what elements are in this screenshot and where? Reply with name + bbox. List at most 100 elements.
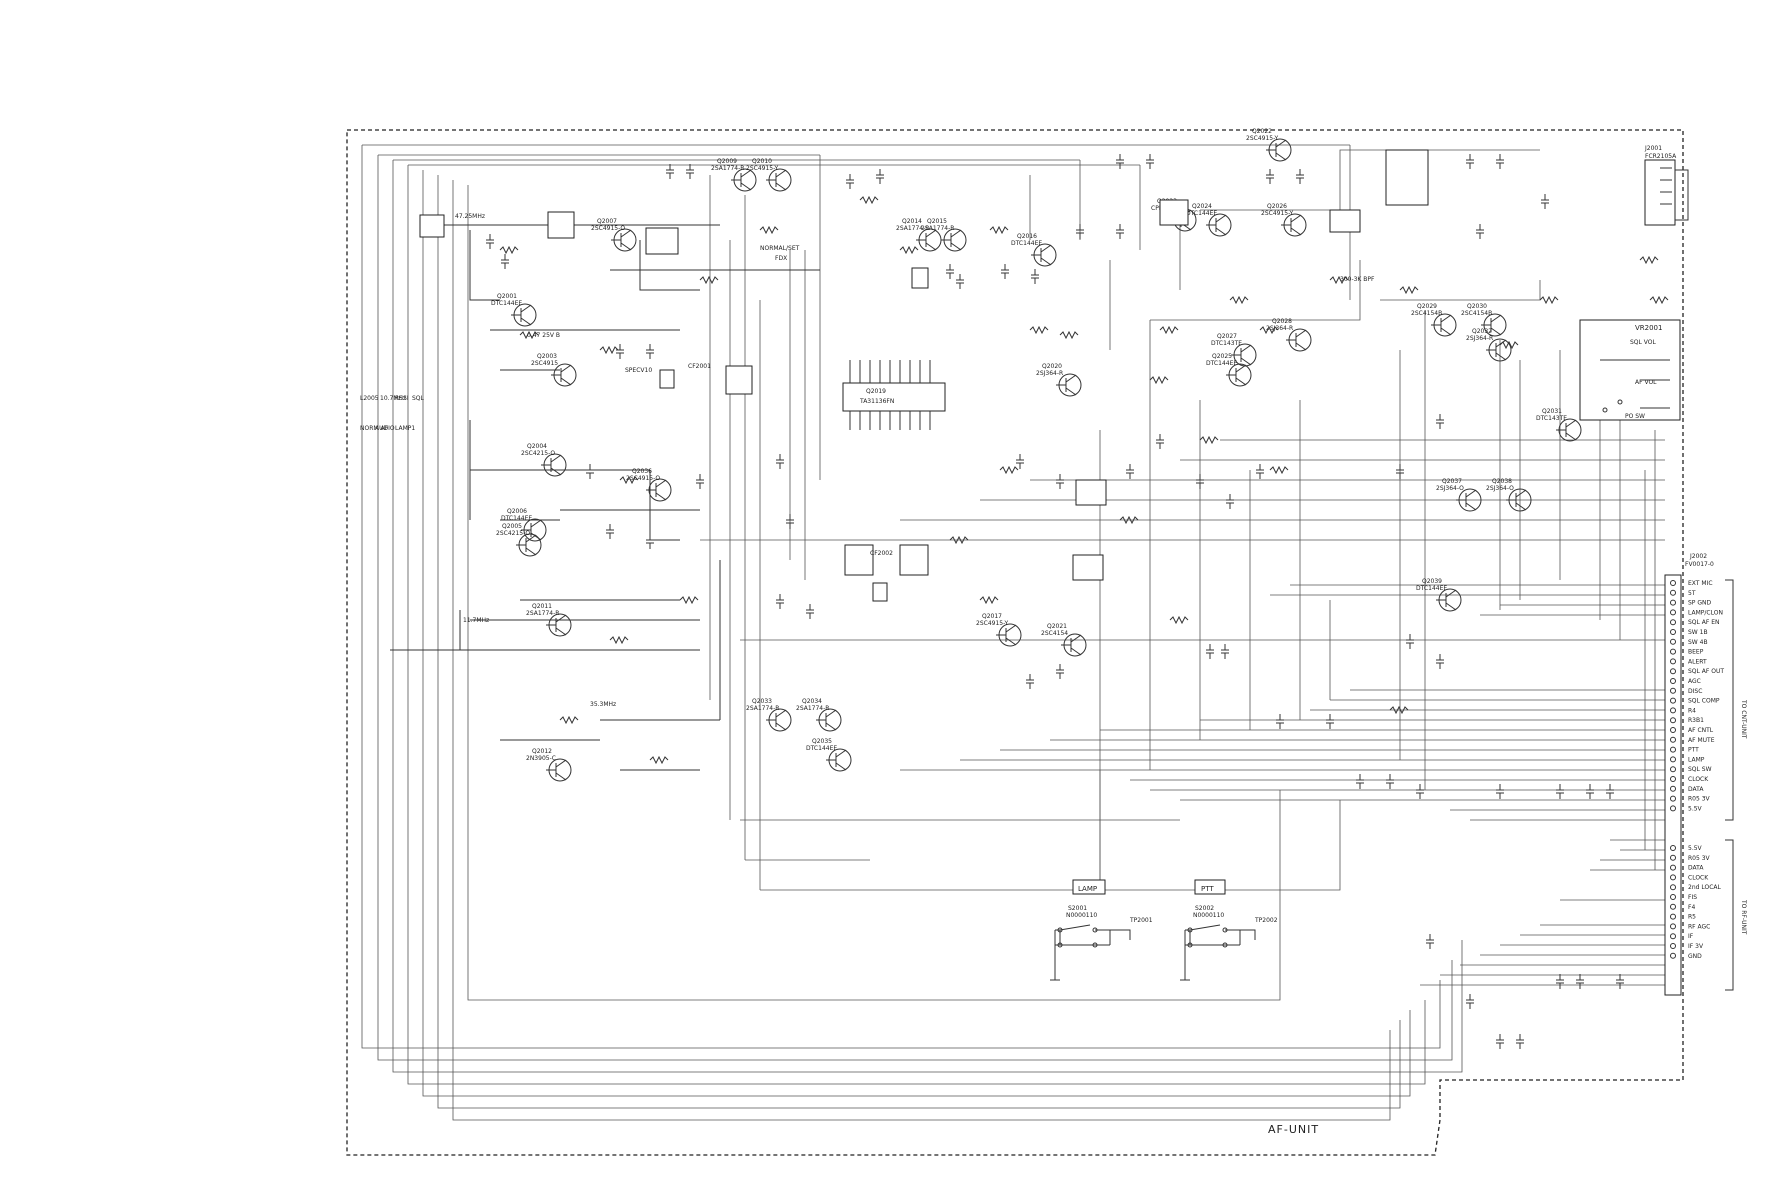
capacitor: [876, 169, 884, 184]
connector-pin: EXT MIC: [1670, 580, 1713, 587]
schematic-label: NORM AF: [360, 425, 389, 432]
connector-pin: DATA: [1670, 785, 1704, 793]
transistor-ref: Q2039: [1422, 578, 1442, 585]
connector-pin: PTT: [1670, 746, 1699, 754]
transistor-part: 2SC4154B: [1411, 310, 1442, 317]
filter-components: [419, 149, 1681, 602]
schematic-label: 11.7MHz: [463, 617, 489, 624]
lamp-button: LAMP S2001 N0000110 TP2001: [1050, 879, 1153, 981]
connector-pin: 5T: [1670, 589, 1696, 597]
switch-block: [1329, 209, 1361, 233]
transistor-part: 2SA1774-R: [526, 610, 559, 617]
resistor: [859, 195, 879, 205]
schematic-label: LAMP1: [395, 425, 415, 432]
connector-pin: R4: [1670, 707, 1696, 714]
transistor-part: 2SA1774-R: [711, 165, 744, 172]
connector-pin: R05 3V: [1670, 854, 1711, 862]
transistor-ref: Q2010: [752, 158, 772, 165]
capacitor: [1256, 464, 1264, 479]
resistor: [619, 475, 639, 485]
capacitor: [1576, 974, 1584, 989]
capacitor: [846, 174, 854, 189]
resistor: [1119, 515, 1139, 525]
resistor: [1059, 330, 1079, 340]
transistor-ref: Q2030: [1467, 303, 1487, 310]
resistor: [699, 275, 719, 285]
capacitor: [1146, 154, 1154, 169]
ptt-switch-ref: S2002: [1195, 905, 1214, 912]
transistor-part: 2SC4915-Y: [1246, 135, 1279, 142]
transistor-part: 2SA1774-R: [896, 225, 929, 232]
vr-box: [1579, 319, 1681, 421]
transistor-ref: Q2036: [632, 468, 652, 475]
cf2002: [872, 582, 888, 602]
transistor-ref: Q2016: [1017, 233, 1037, 240]
svg-text:BEEP: BEEP: [1688, 649, 1704, 656]
capacitor: [776, 594, 784, 609]
svg-text:FIS: FIS: [1688, 894, 1697, 901]
unit-label: AF-UNIT: [1268, 1123, 1319, 1136]
svg-text:AGC: AGC: [1688, 678, 1701, 685]
transistor-part: DTC143TE: [1536, 415, 1567, 422]
resistor: [899, 245, 919, 255]
capacitor: [1056, 664, 1064, 679]
capacitor: [1266, 169, 1274, 184]
schematic-label: CF2002: [870, 550, 893, 557]
ptt-label: PTT: [1201, 885, 1214, 893]
resistor: [559, 715, 579, 725]
resistor: [1029, 325, 1049, 335]
transistor-ref: Q2006: [507, 508, 527, 515]
capacitor: [1496, 784, 1504, 799]
transistor-ref: Q2032: [1472, 328, 1492, 335]
connector-pin: FIS: [1670, 894, 1697, 901]
transistor-ref: Q2038: [1492, 478, 1512, 485]
schematic-label: SPECV10: [625, 367, 652, 374]
resistor: [649, 755, 669, 765]
connector-pin: 2nd LOCAL: [1670, 884, 1721, 891]
transistor-part: 2SC4154: [1041, 630, 1068, 637]
resistor: [599, 345, 619, 355]
jack-part: FCR2105A: [1645, 153, 1677, 160]
svg-text:PTT: PTT: [1688, 747, 1699, 754]
transistor-ref: Q2035: [812, 738, 832, 745]
resistor: [759, 225, 779, 235]
transistor-ref: Q2003: [537, 353, 557, 360]
capacitor: [1541, 194, 1549, 209]
trunk-lines: [709, 155, 1656, 891]
transistor-part: DTC144EE: [491, 300, 522, 307]
transistor-part: 2SA1774-R: [746, 705, 779, 712]
transistor-part: 2SJ364-O: [1486, 485, 1514, 492]
ceramic-filter: [547, 211, 575, 239]
capacitor: [1001, 264, 1009, 279]
schematic-label: NORMAL/SET: [760, 245, 800, 252]
connector-pin: DATA: [1670, 864, 1704, 872]
connector-pin: ALERT: [1670, 658, 1707, 665]
connector-pin: BEEP: [1670, 648, 1704, 656]
transistor-part: 2SC4915: [531, 360, 558, 367]
svg-text:EXT MIC: EXT MIC: [1688, 580, 1713, 587]
ic-part: TA31136FN: [859, 398, 894, 405]
connector-pin: R5: [1670, 913, 1696, 921]
diode-bridge-6: [1072, 554, 1104, 581]
vr2001: VR2001 SQL VOL AF VOL PO SW: [1600, 324, 1670, 420]
svg-text:CLOCK: CLOCK: [1688, 874, 1709, 881]
diode-bridge-4: [899, 544, 929, 576]
transistor-ref: Q2001: [497, 293, 517, 300]
connector-signal-lines: [700, 439, 1665, 986]
capacitor: [1406, 634, 1414, 649]
svg-text:SQL COMP: SQL COMP: [1688, 698, 1720, 705]
schematic-label: 47.25MHz: [455, 213, 485, 220]
resistor: [949, 535, 969, 545]
svg-text:R4: R4: [1688, 707, 1696, 714]
